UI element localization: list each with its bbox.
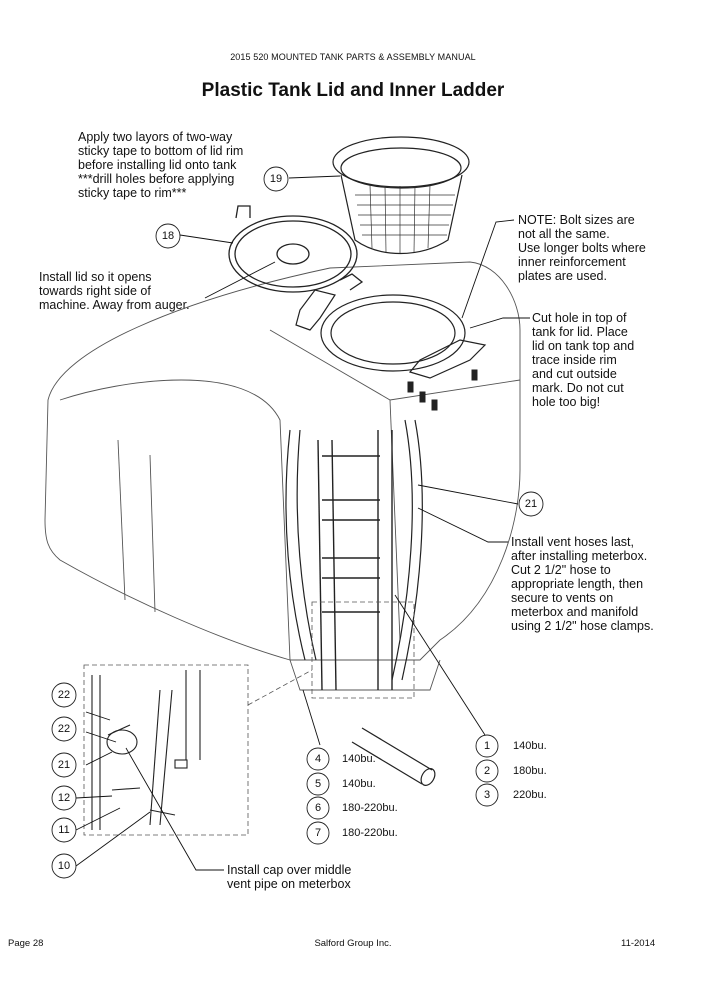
callout-21a xyxy=(518,491,544,517)
callout-10-label: 10 xyxy=(58,860,70,872)
outlet-pipe xyxy=(351,727,436,786)
callout-21b xyxy=(51,752,77,778)
callout-22a-label: 22 xyxy=(58,689,70,701)
note-cut-hole: Cut hole in top of tank for lid. Place l… xyxy=(532,311,635,409)
note-install-lid: Install lid so it opens towards right si… xyxy=(39,270,190,312)
left-handle xyxy=(295,289,336,331)
legend-num: 1 xyxy=(484,740,490,752)
tank-body xyxy=(44,261,521,661)
vent-hoses xyxy=(285,419,423,681)
callout-10 xyxy=(51,853,77,879)
legend-text: 140bu. xyxy=(342,778,376,790)
manual-header: 2015 520 MOUNTED TANK PARTS & ASSEMBLY M… xyxy=(230,52,476,62)
page-title: Plastic Tank Lid and Inner Ladder xyxy=(201,80,505,101)
tank-hatch-ring-outer xyxy=(320,294,466,372)
legend-num: 5 xyxy=(315,778,321,790)
detail-inset xyxy=(91,670,201,830)
detail-box xyxy=(83,601,415,836)
legend-right: 1 2 3 140bu. 180bu. 220bu. xyxy=(475,734,547,807)
legend-text: 140bu. xyxy=(513,740,547,752)
callout-11 xyxy=(51,817,77,843)
callout-18 xyxy=(155,223,181,249)
callout-19 xyxy=(263,166,289,192)
footer-date: 11-2014 xyxy=(621,938,656,949)
tank-lid xyxy=(228,205,364,293)
legend-num: 7 xyxy=(315,827,321,839)
legend-text: 180bu. xyxy=(513,765,547,777)
legend-text: 180-220bu. xyxy=(342,827,398,839)
note-vent-hoses: Install vent hoses last, after installin… xyxy=(511,535,654,633)
callout-21a-label: 21 xyxy=(525,498,537,510)
legend-text: 220bu. xyxy=(513,789,547,801)
legend-text: 180-220bu. xyxy=(342,802,398,814)
callout-21b-label: 21 xyxy=(58,759,70,771)
note-bolt-sizes: NOTE: Bolt sizes are not all the same. U… xyxy=(518,213,646,283)
callout-11-label: 11 xyxy=(58,824,69,836)
footer-page: Page 28 xyxy=(8,938,44,949)
note-sticky-tape: Apply two layors of two-way sticky tape … xyxy=(78,130,244,200)
callout-12 xyxy=(51,785,77,811)
callout-22b-label: 22 xyxy=(58,723,70,735)
inner-ladder xyxy=(317,430,393,691)
leader-lines xyxy=(75,175,530,871)
legend-num: 4 xyxy=(315,753,321,765)
legend-num: 6 xyxy=(315,802,321,814)
callout-19-label: 19 xyxy=(270,173,282,185)
legend-text: 140bu. xyxy=(342,753,376,765)
hatch-bolts xyxy=(407,369,478,411)
callout-22b xyxy=(51,716,77,742)
legend-num: 2 xyxy=(484,765,490,777)
callout-22a xyxy=(51,682,77,708)
footer-company: Salford Group Inc. xyxy=(314,938,392,949)
legend-num: 3 xyxy=(484,789,490,801)
callout-12-label: 12 xyxy=(58,792,70,804)
strainer-basket xyxy=(332,136,470,254)
right-handle xyxy=(408,339,487,379)
legend-left: 4 5 6 7 140bu. 140bu. 180-220bu. 180-220… xyxy=(306,747,398,845)
note-install-cap: Install cap over middle vent pipe on met… xyxy=(227,863,352,891)
tank-hatch-ring-inner xyxy=(330,301,456,365)
callout-18-label: 18 xyxy=(162,230,174,242)
